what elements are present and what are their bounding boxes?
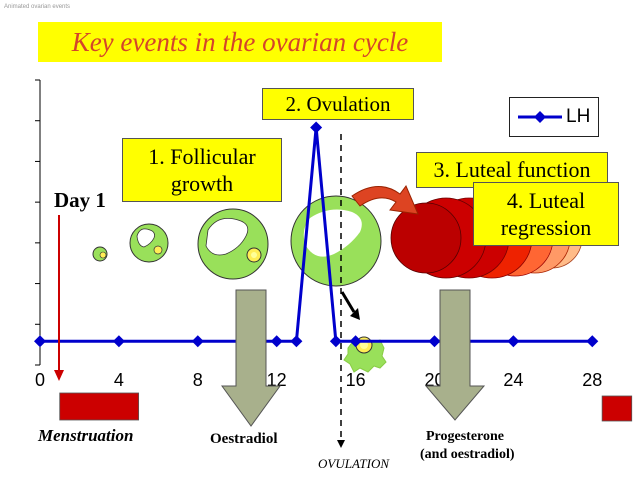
title-banner: Key events in the ovarian cycle: [38, 22, 442, 62]
menstruation-bar-1: [59, 392, 140, 421]
ruptured-follicle: [290, 195, 382, 287]
lh-data-point: [34, 335, 46, 348]
lh-data-point: [270, 335, 283, 348]
luteal-regression-box: 4. Luteal regression: [473, 182, 619, 246]
lh-series-points: [34, 121, 599, 348]
day1-arrow: [54, 215, 64, 381]
oestradiol-label: Oestradiol: [210, 431, 278, 447]
x-tick-label: 8: [193, 370, 203, 390]
x-axis-ticks: 0 4 8 12 16 20 24 28: [35, 370, 602, 390]
lh-data-point: [428, 335, 441, 348]
x-tick-label: 4: [114, 370, 124, 390]
lh-data-point: [310, 121, 323, 134]
ovulation-arrow-head: [337, 440, 345, 448]
chart-legend: LH: [509, 97, 599, 137]
follicular-box-line2: growth: [170, 171, 234, 196]
lh-data-point: [112, 335, 125, 348]
menstruation-bar-2: [601, 395, 633, 422]
x-tick-label: 16: [346, 370, 366, 390]
curved-transition-arrow: [351, 185, 419, 215]
x-tick-label: 12: [267, 370, 287, 390]
y-axis-ticks: [35, 79, 40, 366]
lh-data-point: [349, 335, 362, 348]
page-title: Key events in the ovarian cycle: [71, 26, 409, 57]
x-tick-label: 0: [35, 370, 45, 390]
lh-data-point: [329, 335, 342, 348]
follicle-stage-1: [92, 246, 108, 262]
progesterone-label: Progesterone (and oestradiol): [420, 428, 515, 464]
x-tick-label: 28: [582, 370, 602, 390]
oestradiol-arrow: [221, 289, 281, 427]
lh-data-point: [586, 335, 599, 348]
luteal-function-box-label: 3. Luteal function: [433, 157, 591, 182]
follicular-box-line1: 1. Follicular: [148, 144, 256, 169]
day1-label: Day 1: [54, 188, 106, 212]
x-tick-label: 20: [424, 370, 444, 390]
follicle-stage-2: [129, 223, 169, 263]
progesterone-label-line2: (and oestradiol): [420, 447, 515, 462]
lh-data-point: [290, 335, 303, 348]
x-tick-label: 24: [503, 370, 523, 390]
progesterone-arrow: [424, 289, 486, 421]
luteal-regression-box-line1: 4. Luteal: [506, 188, 586, 213]
luteal-regression-box-line2: regression: [500, 215, 592, 240]
progesterone-label-line1: Progesterone: [426, 429, 505, 444]
ovulation-label: OVULATION: [318, 456, 390, 471]
legend-lh-marker: [518, 111, 562, 123]
legend-lh-label: LH: [566, 106, 591, 127]
lh-data-point: [191, 335, 204, 348]
menstruation-label: Menstruation: [38, 426, 134, 445]
ovulation-box: 2. Ovulation: [262, 88, 414, 120]
follicle-stage-3: [197, 208, 269, 280]
oocyte-release-arrow: [340, 291, 360, 320]
corner-note: Animated ovarian events: [4, 4, 71, 10]
follicular-growth-box: 1. Follicular growth: [122, 138, 282, 202]
ovulation-box-label: 2. Ovulation: [285, 92, 391, 116]
lh-data-point: [507, 335, 520, 348]
